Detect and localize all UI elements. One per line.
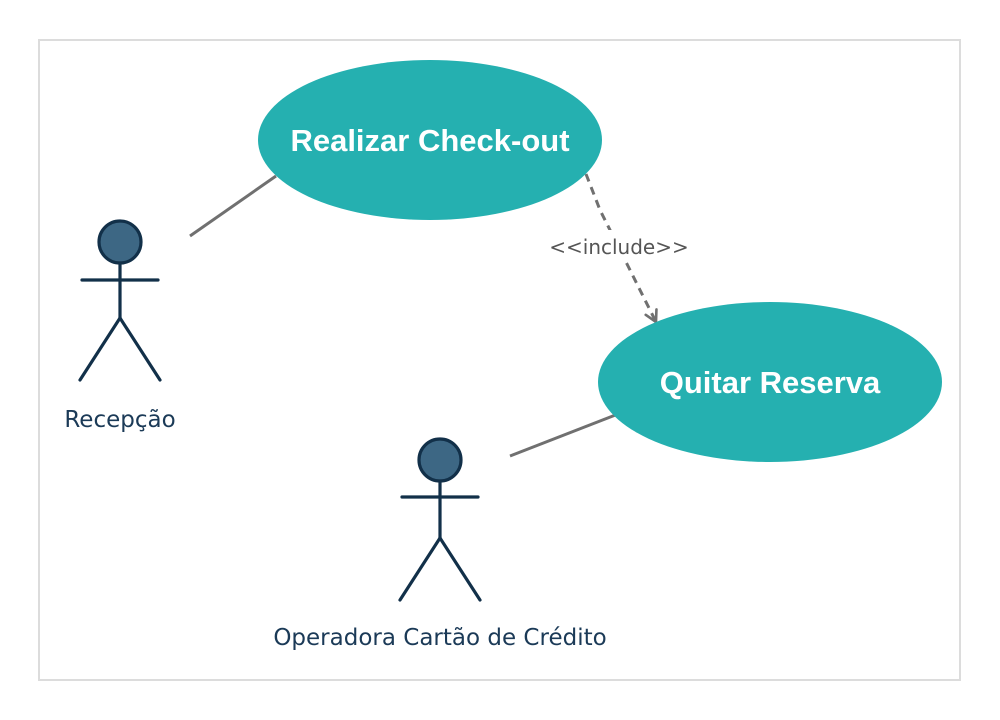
use-case-label: Quitar Reserva	[660, 365, 881, 400]
include-dependency-arrow[interactable]	[584, 173, 658, 324]
use-case-ellipse[interactable]	[258, 60, 602, 220]
use-case-quitar-reserva[interactable]: Quitar Reserva	[598, 302, 942, 462]
actor-left-leg	[398, 536, 442, 602]
use-case-realizar-check-out[interactable]: Realizar Check-out	[258, 60, 602, 220]
include-label-bg	[539, 230, 699, 262]
stick-figure-icon	[398, 437, 482, 602]
include-stereotype-label: <<include>>	[549, 235, 689, 259]
association-operadora-quitar[interactable]	[509, 412, 619, 458]
actor-head	[97, 219, 143, 265]
actor-operadora-cartao-de-credito[interactable]: Operadora Cartão de Crédito	[273, 437, 607, 651]
use-case-label: Realizar Check-out	[290, 123, 569, 158]
use-case-ellipse[interactable]	[598, 302, 942, 462]
actor-label: Recepção	[64, 407, 175, 433]
actor-head	[417, 437, 463, 483]
actor-left-leg	[78, 316, 122, 382]
actor-right-leg	[438, 536, 482, 602]
association-recepcao-checkout[interactable]	[189, 174, 277, 238]
stick-figure-icon	[78, 219, 162, 382]
actor-right-leg	[118, 316, 162, 382]
actor-recepcao[interactable]: Recepção	[64, 219, 176, 433]
actor-label: Operadora Cartão de Crédito	[273, 625, 606, 651]
